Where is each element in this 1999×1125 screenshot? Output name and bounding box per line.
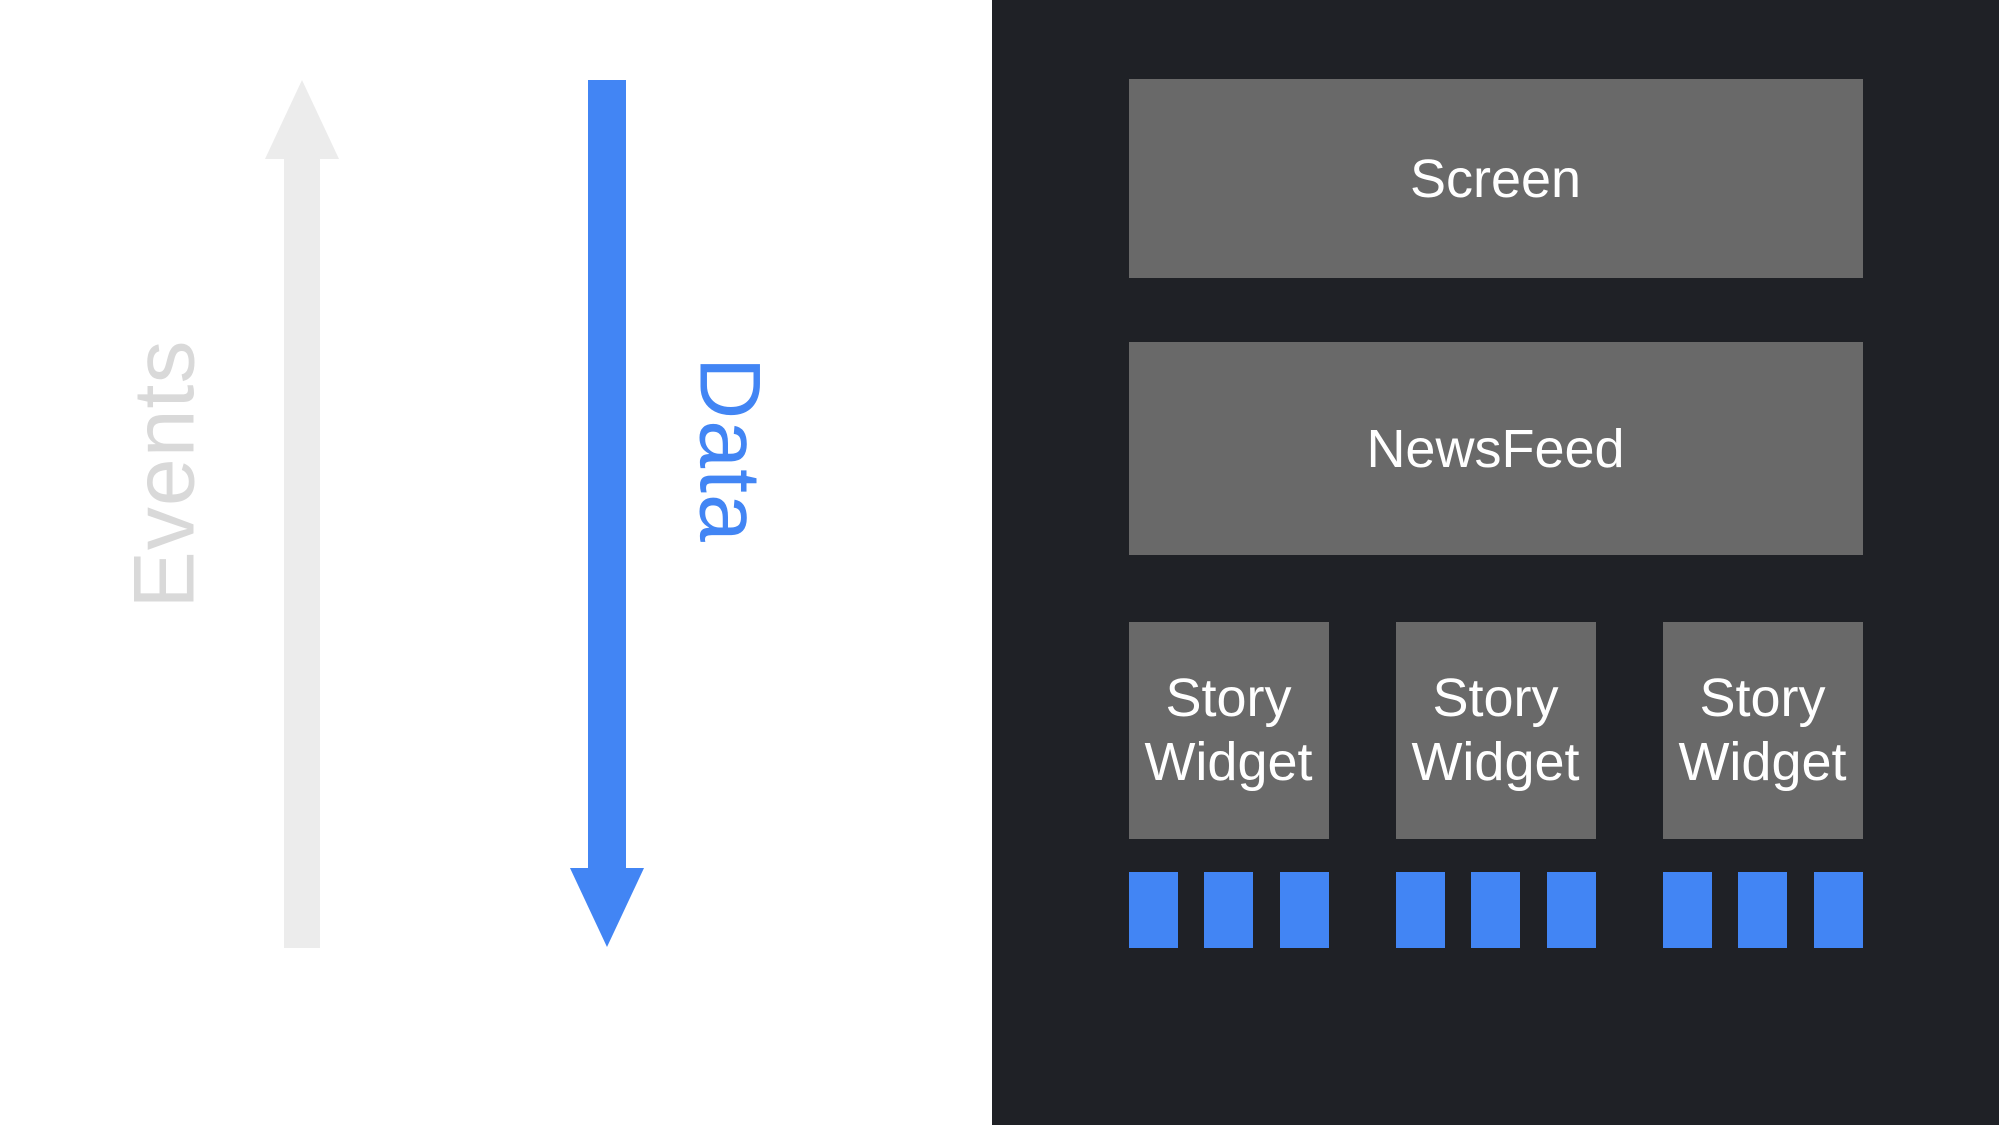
data-square	[1128, 872, 1178, 948]
story-widget-label-line2: Widget	[1678, 731, 1847, 792]
data-square-group	[1128, 872, 1329, 948]
data-square	[1471, 872, 1520, 948]
story-widget-label-line1: Story	[1165, 667, 1292, 728]
widget-hierarchy-pane: Screen NewsFeed Story Widget Story Widge…	[992, 0, 1999, 1125]
events-up-arrow-head-icon	[265, 80, 339, 159]
events-up-arrow-shaft	[284, 156, 320, 948]
story-widget-box: Story Widget	[1128, 622, 1329, 839]
story-widget-row: Story Widget Story Widget Story Widget	[1128, 622, 1863, 839]
data-square	[1546, 872, 1596, 948]
data-square	[1395, 872, 1445, 948]
data-label: Data	[681, 357, 778, 543]
events-label: Events	[116, 339, 213, 609]
story-widget-label-line2: Widget	[1411, 731, 1580, 792]
data-square-group	[1662, 872, 1863, 948]
story-widget-label-line1: Story	[1432, 667, 1559, 728]
story-widget-box: Story Widget	[1395, 622, 1596, 839]
data-square-group	[1395, 872, 1596, 948]
data-down-arrow-head-icon	[570, 868, 644, 947]
data-down-arrow-shaft	[588, 80, 626, 870]
data-squares-row	[1128, 872, 1863, 948]
data-square	[1279, 872, 1329, 948]
screen-widget-box: Screen	[1128, 79, 1863, 278]
story-widget-box: Story Widget	[1662, 622, 1863, 839]
story-widget-label-line2: Widget	[1144, 731, 1313, 792]
data-square	[1662, 872, 1712, 948]
newsfeed-widget-box: NewsFeed	[1128, 342, 1863, 555]
data-square	[1813, 872, 1863, 948]
data-square	[1204, 872, 1253, 948]
widget-column: Screen NewsFeed Story Widget Story Widge…	[1128, 0, 1863, 1125]
story-widget-label-line1: Story	[1699, 667, 1826, 728]
data-flow-pane: Events Data	[0, 0, 992, 1125]
data-square	[1738, 872, 1787, 948]
